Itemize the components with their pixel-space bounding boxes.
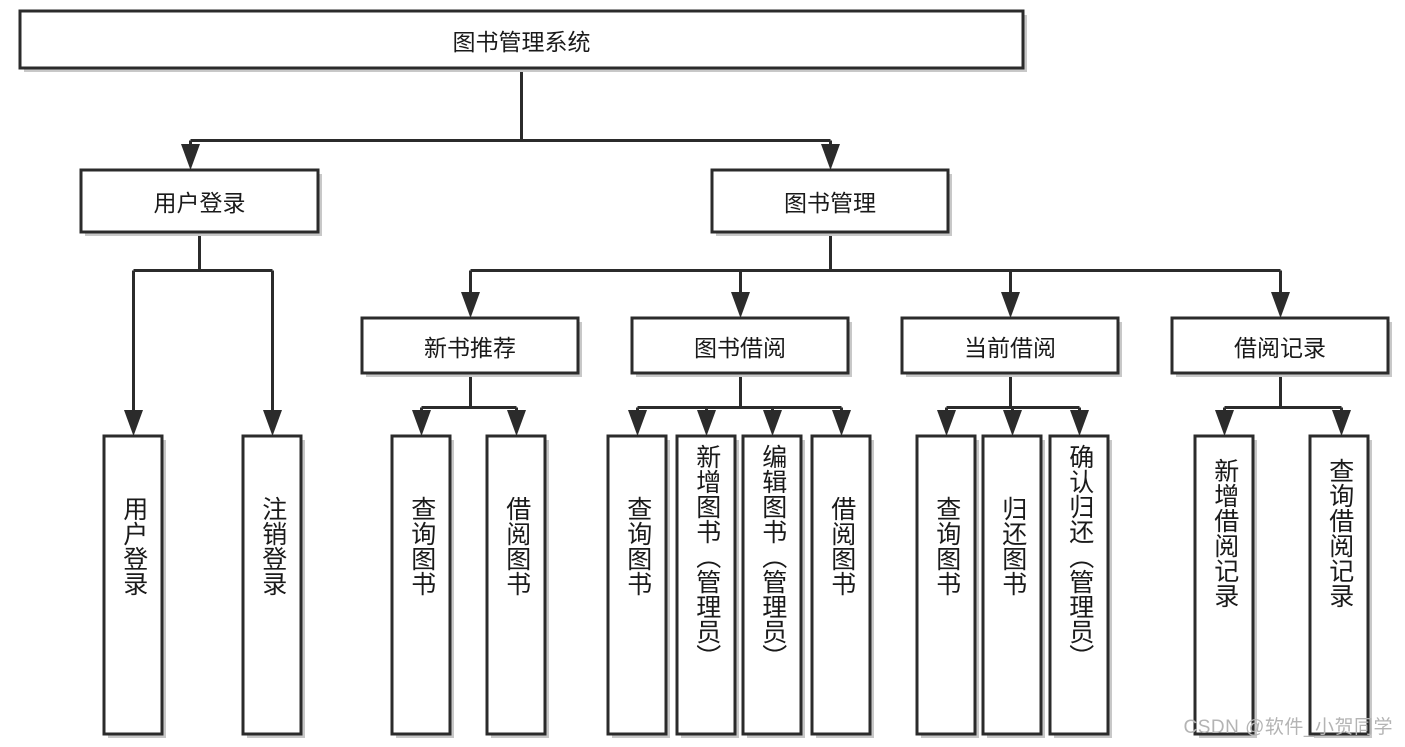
node-box[interactable] [102,434,164,736]
node-book-management[interactable] [710,168,952,236]
node-box[interactable] [915,434,977,736]
watermark-text: CSDN @软件_小贺同学 [1183,717,1393,738]
node-leaf-query-borrow-record[interactable] [1308,434,1372,738]
node-box[interactable] [710,168,950,234]
arrow-head-icon [832,410,851,436]
edge-group-records-to-leaves [1215,373,1351,436]
node-leaf-add-borrow-record[interactable] [1193,434,1257,738]
node-box[interactable] [79,168,320,234]
arrow-head-icon [697,410,716,436]
node-box[interactable] [18,9,1025,70]
node-leaf-confirm-return-admin[interactable] [1048,434,1112,738]
node-box[interactable] [360,316,580,375]
node-leaf-borrow-book[interactable] [810,434,874,738]
node-box[interactable] [241,434,303,736]
node-leaf-query-book-current[interactable] [915,434,979,738]
arrow-head-icon [628,410,647,436]
node-box[interactable] [1193,434,1255,736]
edge-group-newbook-to-leaves [412,373,526,436]
node-leaf-query-book-newbook[interactable] [390,434,454,738]
arrow-head-icon [763,410,782,436]
node-leaf-logout[interactable] [241,434,305,738]
arrow-head-icon [1332,410,1351,436]
node-leaf-query-book-borrow[interactable] [606,434,670,738]
arrow-head-icon [1271,292,1290,318]
node-current-borrow[interactable] [900,316,1122,377]
arrow-head-icon [263,410,282,436]
arrow-head-icon [1070,410,1089,436]
edge-group-bookmgmt-to-level3 [461,232,1290,318]
edge-group-borrow-to-leaves [628,373,851,436]
node-box[interactable] [630,316,850,375]
arrow-head-icon [412,410,431,436]
node-box[interactable] [390,434,452,736]
arrow-head-icon [181,144,200,170]
node-box[interactable] [1308,434,1370,736]
node-leaf-borrow-book-newbook[interactable] [485,434,549,738]
arrow-head-icon [461,292,480,318]
arrow-head-icon [937,410,956,436]
node-borrow-records[interactable] [1170,316,1392,377]
edge-group-current-to-leaves [937,373,1089,436]
node-leaf-add-book-admin[interactable] [675,434,739,738]
node-box[interactable] [810,434,872,736]
arrow-head-icon [1215,410,1234,436]
node-book-borrow[interactable] [630,316,852,377]
node-leaf-edit-book-admin[interactable] [741,434,805,738]
arrow-head-icon [731,292,750,318]
arrow-head-icon [1003,410,1022,436]
node-box[interactable] [1048,434,1110,736]
node-box[interactable] [741,434,803,736]
arrow-head-icon [1001,292,1020,318]
node-box[interactable] [1170,316,1390,375]
node-box[interactable] [485,434,547,736]
arrow-head-icon [124,410,143,436]
arrow-head-icon [507,410,526,436]
node-box[interactable] [606,434,668,736]
node-box[interactable] [900,316,1120,375]
node-new-book-recommend[interactable] [360,316,582,377]
node-box[interactable] [675,434,737,736]
edge-group-root-to-level2 [181,68,840,170]
arrow-head-icon [821,144,840,170]
node-box[interactable] [981,434,1043,736]
node-root[interactable] [18,9,1027,72]
node-leaf-return-book[interactable] [981,434,1045,738]
edge-group-userlogin-to-leaves [124,232,282,436]
node-leaf-user-login[interactable] [102,434,166,738]
node-user-login[interactable] [79,168,322,236]
